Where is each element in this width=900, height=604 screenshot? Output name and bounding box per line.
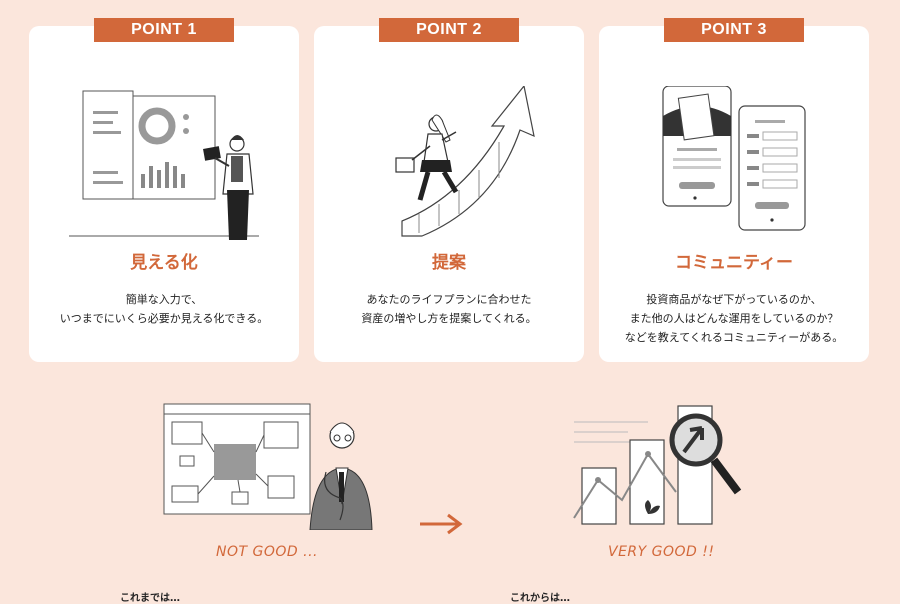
card-desc-line: あなたのライフプランに合わせた (366, 293, 532, 306)
magnifier-chart-illustration (573, 405, 742, 525)
card-title: 提案 (432, 253, 466, 273)
card-desc-line: などを教えてくれるコミュニティーがある。 (624, 331, 844, 344)
card-desc-line: 簡単な入力で、 (125, 293, 203, 306)
dashboard-illustration (69, 90, 259, 240)
very-good-label: VERY GOOD !! (608, 544, 715, 560)
card-description: 簡単な入力で、 いつまでにいくら必要か見える化できる。 (29, 290, 299, 328)
right-arrow-icon (420, 513, 463, 535)
card-description: あなたのライフプランに合わせた 資産の増やし方を提案してくれる。 (314, 290, 584, 328)
card-desc-line: 資産の増やし方を提案してくれる。 (361, 312, 537, 325)
after-caption: これからは… (510, 593, 570, 604)
point-badge-3: POINT 3 (664, 18, 804, 42)
not-good-label: NOT GOOD ... (216, 544, 318, 560)
card-desc-line: また他の人はどんな運用をしているのか？ (629, 312, 839, 325)
card-description: 投資商品がなぜ下がっているのか、 また他の人はどんな運用をしているのか？ などを… (599, 290, 869, 347)
card-desc-line: 投資商品がなぜ下がっているのか、 (646, 293, 822, 306)
confused-man-illustration (163, 403, 373, 530)
mobile-app-illustration (662, 86, 806, 231)
card-title: 見える化 (130, 253, 198, 273)
point-card-1: 見える化 簡単な入力で、 いつまでにいくら必要か見える化できる。 (29, 26, 299, 362)
point-card-3: コミュニティー 投資商品がなぜ下がっているのか、 また他の人はどんな運用をしてい… (599, 26, 869, 362)
card-desc-line: いつまでにいくら必要か見える化できる。 (59, 312, 269, 325)
growth-arrow-illustration (395, 86, 535, 237)
before-caption: これまでは… (120, 593, 180, 604)
point-badge-1: POINT 1 (94, 18, 234, 42)
point-badge-2: POINT 2 (379, 18, 519, 42)
point-card-2: 提案 あなたのライフプランに合わせた 資産の増やし方を提案してくれる。 (314, 26, 584, 362)
card-title: コミュニティー (675, 253, 793, 273)
